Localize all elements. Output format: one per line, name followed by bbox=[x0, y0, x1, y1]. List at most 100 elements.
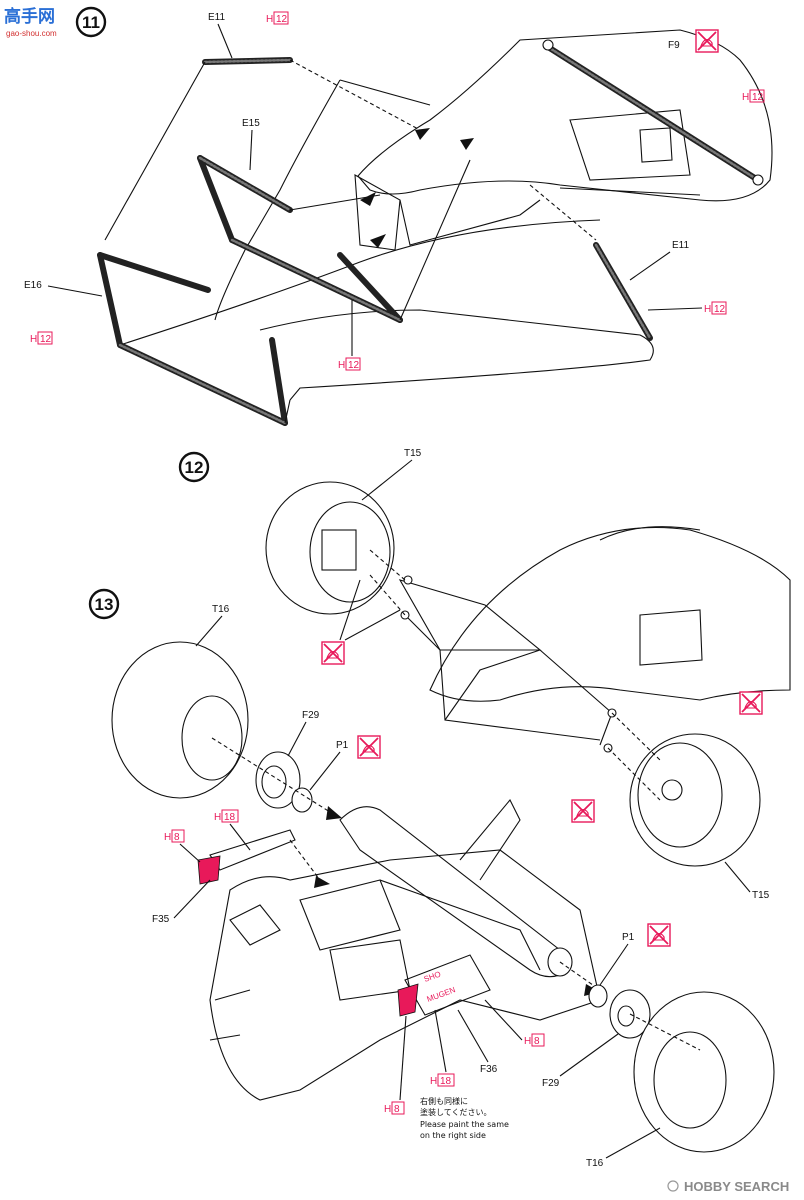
svg-text:18: 18 bbox=[224, 812, 236, 823]
svg-text:12: 12 bbox=[40, 334, 52, 345]
wing-lower-outline bbox=[259, 309, 654, 401]
svg-text:H: H bbox=[164, 832, 171, 843]
svg-text:H: H bbox=[742, 92, 749, 103]
paint-area-h8-top bbox=[197, 855, 221, 885]
part-e15-lower bbox=[197, 155, 235, 243]
svg-text:H: H bbox=[338, 360, 345, 371]
watermark-logo-text: 高手网 bbox=[4, 6, 55, 27]
tire-t16-left bbox=[111, 641, 249, 799]
label-e11-top: E11 bbox=[208, 12, 225, 23]
part-e16-post bbox=[269, 337, 288, 426]
nose-line bbox=[559, 187, 701, 196]
circled-number-icon bbox=[178, 451, 210, 483]
no-glue-icon bbox=[695, 29, 719, 53]
watermark-brand: HOBBY SEARCH bbox=[667, 1179, 789, 1194]
wing-outline-top bbox=[339, 79, 431, 106]
paint-label-h12-mid: H 12 bbox=[338, 357, 361, 371]
step-13-number: 13 bbox=[95, 595, 114, 614]
paint-label-h12-right: H 12 bbox=[704, 301, 727, 315]
part-e16-side bbox=[97, 252, 123, 348]
paint-label-h12-top: H 12 bbox=[266, 11, 289, 25]
svg-text:12: 12 bbox=[752, 92, 764, 103]
label-f9: F9 bbox=[668, 40, 680, 51]
note-en-line1: Please paint the same bbox=[420, 1120, 509, 1129]
endplate-bridge bbox=[399, 199, 541, 246]
spacer-p1-left bbox=[291, 787, 313, 813]
paint-label-h18-bottom: H 18 bbox=[430, 1073, 455, 1087]
decal-mugen: MUGEN bbox=[426, 985, 457, 1004]
label-t15-right: T15 bbox=[752, 890, 770, 901]
paint-label-h18-top: H 18 bbox=[214, 809, 239, 823]
label-f29-right: F29 bbox=[542, 1078, 560, 1089]
tire-t15-right bbox=[629, 733, 761, 867]
paint-label-h8-right: H 8 bbox=[524, 1033, 545, 1047]
wing-outline-left bbox=[214, 79, 341, 321]
no-glue-icon bbox=[571, 799, 595, 823]
label-f36: F36 bbox=[480, 1064, 498, 1075]
nose-cone-outline bbox=[357, 29, 773, 202]
svg-text:H: H bbox=[524, 1036, 531, 1047]
svg-text:H: H bbox=[704, 304, 711, 315]
paint-label-h12-e16: H 12 bbox=[30, 331, 53, 345]
paint-label-h12-f9: H 12 bbox=[742, 89, 765, 103]
svg-text:H: H bbox=[30, 334, 37, 345]
no-glue-icon bbox=[357, 735, 381, 759]
part-f35 bbox=[209, 829, 296, 871]
svg-text:H: H bbox=[384, 1104, 391, 1115]
spacer-p1-right bbox=[588, 984, 608, 1008]
rear-arm bbox=[339, 806, 561, 978]
wishbone-lower bbox=[404, 614, 601, 741]
endplate-left bbox=[354, 174, 401, 251]
svg-text:H: H bbox=[266, 14, 273, 25]
svg-text:H: H bbox=[430, 1076, 437, 1087]
step-11-badge: 11 bbox=[75, 6, 107, 38]
svg-text:12: 12 bbox=[276, 14, 288, 25]
note-jp-line1: 右側も同様に bbox=[420, 1096, 468, 1106]
note-en-line2: on the right side bbox=[420, 1131, 486, 1140]
watermark-logo: 高手网 gao-shou.com bbox=[4, 6, 57, 38]
svg-text:8: 8 bbox=[534, 1036, 540, 1047]
tire-t16-bottom bbox=[633, 991, 775, 1153]
label-f29-left: F29 bbox=[302, 710, 320, 721]
rear-chassis bbox=[209, 849, 601, 1101]
svg-text:8: 8 bbox=[174, 832, 180, 843]
brand-mark-icon bbox=[667, 1180, 679, 1192]
label-t16-bottom: T16 bbox=[586, 1158, 604, 1169]
nose-body-front bbox=[429, 526, 791, 702]
nose-top-panel bbox=[569, 109, 691, 181]
paint-note: 右側も同様に 塗装してください。 Please paint the same o… bbox=[420, 1096, 509, 1140]
svg-text:18: 18 bbox=[440, 1076, 452, 1087]
step-13-drawing: SHO MUGEN bbox=[111, 641, 775, 1153]
label-p1-right: P1 bbox=[622, 932, 635, 943]
circled-number-icon bbox=[88, 588, 120, 620]
label-t15-top: T15 bbox=[404, 448, 422, 459]
label-t16-left: T16 bbox=[212, 604, 230, 615]
label-e16: E16 bbox=[24, 280, 42, 291]
label-p1-left: P1 bbox=[336, 740, 349, 751]
step-12-badge: 12 bbox=[178, 451, 210, 483]
nose-slot-front bbox=[639, 609, 703, 666]
step-12-number: 12 bbox=[185, 458, 204, 477]
wishbone-upper bbox=[398, 579, 542, 651]
svg-text:H: H bbox=[214, 812, 221, 823]
watermark-url: gao-shou.com bbox=[6, 29, 57, 38]
label-e15: E15 bbox=[242, 118, 260, 129]
circled-number-icon bbox=[75, 6, 107, 38]
watermark-brand-text: HOBBY SEARCH bbox=[684, 1179, 789, 1194]
label-e11-right: E11 bbox=[672, 240, 689, 251]
no-glue-icon bbox=[739, 691, 763, 715]
paint-area-h8-bottom bbox=[397, 983, 419, 1017]
step-12-drawing bbox=[265, 481, 791, 867]
part-e15-brace bbox=[337, 252, 403, 323]
paint-label-h8-top: H 8 bbox=[164, 829, 185, 843]
no-glue-icon bbox=[321, 641, 345, 665]
wing-plane-line bbox=[119, 219, 601, 346]
nose-slot bbox=[639, 127, 673, 163]
svg-text:8: 8 bbox=[394, 1104, 400, 1115]
svg-text:12: 12 bbox=[714, 304, 726, 315]
paint-label-h8-bottom: H 8 bbox=[384, 1101, 405, 1115]
step-11-drawing bbox=[97, 29, 773, 426]
svg-text:12: 12 bbox=[348, 360, 360, 371]
rear-strut bbox=[459, 799, 521, 881]
